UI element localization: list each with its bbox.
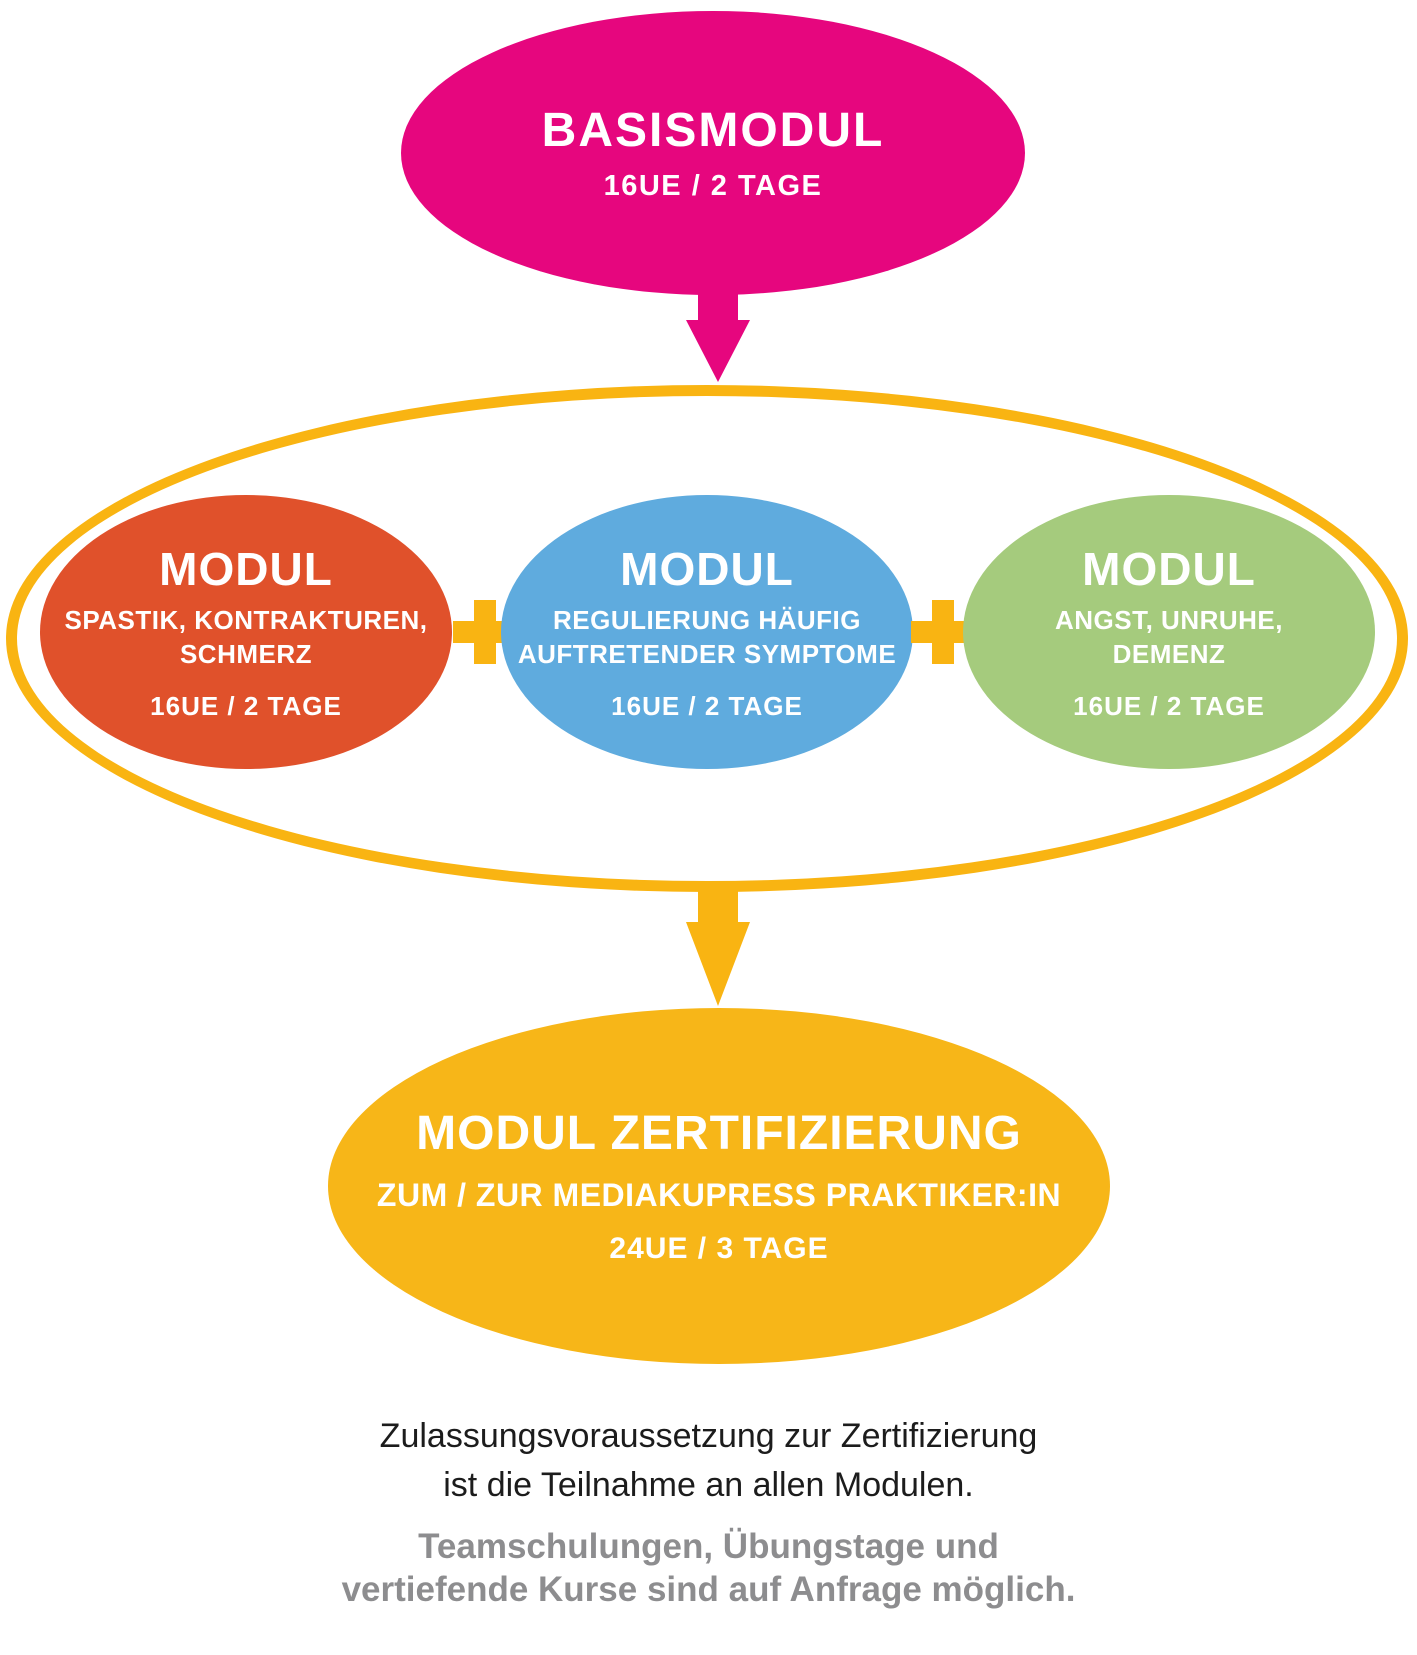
- certification-title: MODUL ZERTIFIZIERUNG: [416, 1107, 1022, 1160]
- module-subtitle: SPASTIK, KONTRAKTUREN, SCHMERZ: [65, 604, 428, 672]
- module-subtitle-line2: DEMENZ: [1112, 638, 1226, 669]
- module-subtitle-line1: REGULIERUNG HÄUFIG: [553, 604, 861, 635]
- module-ellipse-angst: MODUL ANGST, UNRUHE, DEMENZ 16UE / 2 TAG…: [963, 495, 1375, 769]
- module-duration: 16UE / 2 TAGE: [611, 691, 803, 722]
- module-duration: 16UE / 2 TAGE: [150, 691, 342, 722]
- module-subtitle-line2: AUFTRETENDER SYMPTOME: [517, 638, 897, 669]
- module-subtitle-line1: ANGST, UNRUHE,: [1054, 604, 1283, 635]
- module-title: MODUL: [159, 542, 333, 595]
- module-subtitle: REGULIERUNG HÄUFIG AUFTRETENDER SYMPTOME: [518, 604, 896, 672]
- module-ellipse-spastik: MODUL SPASTIK, KONTRAKTUREN, SCHMERZ 16U…: [40, 495, 452, 769]
- arrow-down-yellow-icon: [686, 884, 750, 1006]
- module-title: MODUL: [620, 542, 794, 595]
- plus-vertical-bar: [932, 600, 954, 664]
- module-ellipse-regulierung: MODUL REGULIERUNG HÄUFIG AUFTRETENDER SY…: [501, 495, 913, 769]
- footnote-extra-line2: vertiefende Kurse sind auf Anfrage mögli…: [341, 1570, 1076, 1610]
- plus-icon: [911, 600, 975, 664]
- basis-module-title: BASISMODUL: [541, 104, 885, 157]
- certification-subtitle: ZUM / ZUR MEDIAKUPRESS PRAKTIKER:IN: [376, 1177, 1062, 1213]
- certification-duration: 24UE / 3 TAGE: [609, 1232, 829, 1265]
- footnotes: Zulassungsvoraussetzung zur Zertifizieru…: [0, 1412, 1417, 1612]
- footnote-admission: Zulassungsvoraussetzung zur Zertifizieru…: [0, 1412, 1417, 1511]
- footnote-admission-line1: Zulassungsvoraussetzung zur Zertifizieru…: [379, 1417, 1038, 1455]
- basis-module-ellipse: BASISMODUL 16UE / 2 TAGE: [401, 11, 1025, 295]
- module-subtitle-line2: SCHMERZ: [179, 638, 313, 669]
- basis-module-duration: 16UE / 2 TAGE: [603, 170, 823, 202]
- arrow-down-pink-icon: [686, 282, 750, 382]
- footnote-extra-line1: Teamschulungen, Übungstage und: [418, 1526, 999, 1566]
- plus-vertical-bar: [474, 600, 496, 664]
- module-duration: 16UE / 2 TAGE: [1073, 691, 1265, 722]
- module-subtitle: ANGST, UNRUHE, DEMENZ: [1055, 604, 1283, 672]
- module-title: MODUL: [1082, 542, 1256, 595]
- footnote-admission-line2: ist die Teilnahme an allen Modulen.: [443, 1466, 974, 1505]
- footnote-extra: Teamschulungen, Übungstage und vertiefen…: [0, 1525, 1417, 1613]
- module-subtitle-line1: SPASTIK, KONTRAKTUREN,: [64, 604, 428, 635]
- certification-ellipse: MODUL ZERTIFIZIERUNG ZUM / ZUR MEDIAKUPR…: [328, 1008, 1110, 1364]
